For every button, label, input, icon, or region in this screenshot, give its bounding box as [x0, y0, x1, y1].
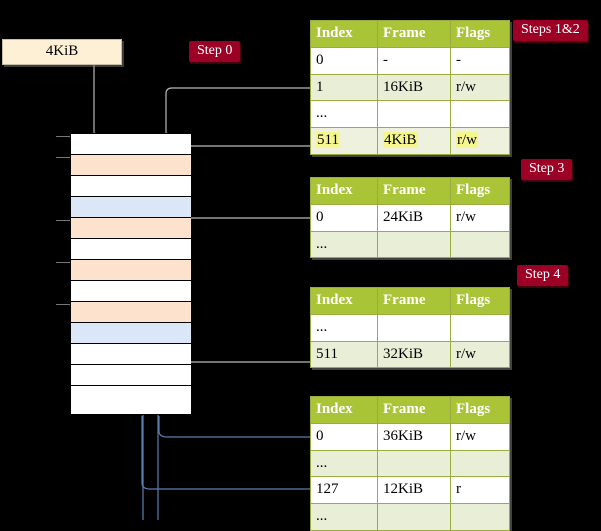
cell-frame: 24KiB — [377, 203, 451, 232]
cell-index: 511 — [310, 340, 378, 369]
cell-index: ... — [310, 313, 378, 342]
page-table-level-1: Index Frame Flags 0 24KiB r/w ... — [310, 177, 510, 259]
table-row-highlighted[interactable]: 511 4KiB r/w — [310, 127, 510, 155]
table-row[interactable]: ... — [310, 230, 510, 259]
cell-index: ... — [310, 503, 378, 531]
memory-tick — [56, 262, 70, 263]
table-row[interactable]: 1 16KiB r/w — [310, 73, 510, 102]
page-table-level-3: Index Frame Flags 0 36KiB r/w ... 127 12… — [310, 396, 510, 531]
cell-index: 1 — [310, 73, 378, 102]
cell-flags — [450, 100, 510, 128]
badge-step-3: Step 3 — [521, 159, 573, 180]
memory-frame — [71, 386, 191, 414]
cell-frame — [377, 449, 451, 478]
column-header-flags: Flags — [450, 177, 510, 205]
cell-flags — [450, 230, 510, 259]
memory-tick — [56, 220, 70, 221]
cell-index: 511 — [310, 127, 378, 155]
table-row[interactable]: 0 24KiB r/w — [310, 203, 510, 232]
cell-frame: 36KiB — [377, 422, 451, 451]
cell-frame — [377, 313, 451, 342]
table-header-row: Index Frame Flags — [310, 287, 510, 315]
cell-frame: - — [377, 46, 451, 75]
memory-tick — [56, 157, 70, 158]
memory-frame — [71, 239, 191, 260]
physical-memory-column — [70, 133, 191, 415]
memory-tick — [56, 136, 70, 137]
badge-steps-1-2: Steps 1&2 — [513, 20, 588, 41]
memory-frame — [71, 176, 191, 197]
cell-frame — [377, 230, 451, 259]
table-row[interactable]: 127 12KiB r — [310, 476, 510, 504]
table-header-row: Index Frame Flags — [310, 396, 510, 424]
cell-frame — [377, 100, 451, 128]
memory-frame — [71, 218, 191, 239]
column-header-frame: Frame — [377, 396, 451, 424]
page-table-level-0: Index Frame Flags 0 - - 1 16KiB r/w ... — [310, 20, 510, 155]
cell-index: ... — [310, 449, 378, 478]
memory-frame — [71, 281, 191, 302]
cell-flags — [450, 313, 510, 342]
cell-frame: 12KiB — [377, 476, 451, 504]
cell-flags: r/w — [450, 203, 510, 232]
cell-flags-mark: r/w — [456, 132, 478, 148]
column-header-frame: Frame — [377, 287, 451, 315]
column-header-index: Index — [310, 20, 378, 48]
column-header-index: Index — [310, 396, 378, 424]
cell-flags: r — [450, 476, 510, 504]
table-row[interactable]: ... — [310, 100, 510, 128]
table-header-row: Index Frame Flags — [310, 20, 510, 48]
table-row[interactable]: 0 - - — [310, 46, 510, 75]
memory-frame — [71, 134, 191, 155]
badge-step-0: Step 0 — [189, 41, 241, 62]
column-header-frame: Frame — [377, 177, 451, 205]
cell-index: ... — [310, 100, 378, 128]
memory-frame — [71, 302, 191, 323]
cell-frame: 16KiB — [377, 73, 451, 102]
column-header-frame: Frame — [377, 20, 451, 48]
cell-flags: r/w — [450, 127, 510, 155]
table-row[interactable]: ... — [310, 503, 510, 531]
table-row[interactable]: ... — [310, 449, 510, 478]
cell-flags: r/w — [450, 340, 510, 369]
request-size-label: 4KiB — [45, 43, 79, 59]
badge-step-4: Step 4 — [517, 265, 569, 286]
memory-frame — [71, 344, 191, 365]
cell-index: 0 — [310, 46, 378, 75]
page-table-level-2: Index Frame Flags ... 511 32KiB r/w — [310, 287, 510, 369]
cell-flags — [450, 449, 510, 478]
cell-flags: - — [450, 46, 510, 75]
memory-frame — [71, 365, 191, 386]
memory-tick — [56, 304, 70, 305]
column-header-flags: Flags — [450, 396, 510, 424]
cell-frame: 4KiB — [377, 127, 451, 155]
cell-index-mark: 511 — [316, 132, 340, 148]
table-row[interactable]: ... — [310, 313, 510, 342]
table-header-row: Index Frame Flags — [310, 177, 510, 205]
cell-flags: r/w — [450, 73, 510, 102]
cell-frame-mark: 4KiB — [383, 132, 418, 148]
column-header-index: Index — [310, 287, 378, 315]
cell-index: 0 — [310, 203, 378, 232]
memory-frame — [71, 260, 191, 281]
request-size-box: 4KiB — [2, 39, 122, 65]
column-header-flags: Flags — [450, 20, 510, 48]
table-row[interactable]: 511 32KiB r/w — [310, 340, 510, 369]
cell-frame: 32KiB — [377, 340, 451, 369]
cell-index: 127 — [310, 476, 378, 504]
memory-frame — [71, 197, 191, 218]
cell-index: ... — [310, 230, 378, 259]
column-header-flags: Flags — [450, 287, 510, 315]
cell-frame — [377, 503, 451, 531]
column-header-index: Index — [310, 177, 378, 205]
cell-flags — [450, 503, 510, 531]
memory-frame — [71, 323, 191, 344]
cell-index: 0 — [310, 422, 378, 451]
memory-frame — [71, 155, 191, 176]
table-row[interactable]: 0 36KiB r/w — [310, 422, 510, 451]
cell-flags: r/w — [450, 422, 510, 451]
